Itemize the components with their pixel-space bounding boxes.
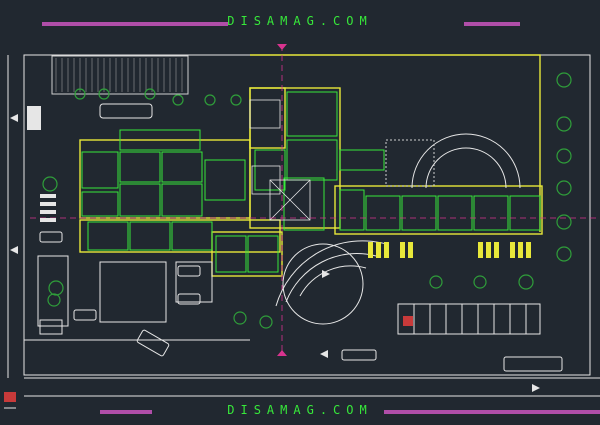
- circular-courtyard: [275, 240, 387, 325]
- axis-marker-top: [277, 44, 287, 50]
- landscape-trees: [42, 72, 572, 329]
- stone-paving: [385, 139, 435, 187]
- yellow-parking-spaces: [368, 242, 531, 258]
- site-boundary: [23, 54, 591, 376]
- hatched-parking-area: [51, 55, 189, 95]
- vehicles: [39, 103, 563, 372]
- bottom-left-bar: [100, 410, 152, 414]
- pedestrian-crossing: [40, 194, 56, 222]
- room-partitions: [81, 91, 541, 273]
- logo-mark: [4, 392, 16, 402]
- parking-lot-bottom: [397, 303, 541, 335]
- direction-arrows: [10, 114, 540, 392]
- building-walls: [79, 54, 543, 277]
- watermark-top: DISAMAG.COM: [227, 14, 373, 28]
- watermark-bottom: DISAMAG.COM: [227, 403, 373, 417]
- rotunda-top: [411, 133, 521, 189]
- entry-block: [27, 106, 41, 130]
- structural-grid: [249, 99, 311, 221]
- bottom-right-bar: [384, 410, 600, 414]
- axis-lines: [30, 45, 596, 355]
- axis-marker-bottom: [277, 350, 287, 356]
- hatch-pattern: [55, 58, 183, 92]
- top-left-bar: [42, 22, 228, 26]
- red-parking-marker: [403, 316, 413, 326]
- top-right-bar: [464, 22, 520, 26]
